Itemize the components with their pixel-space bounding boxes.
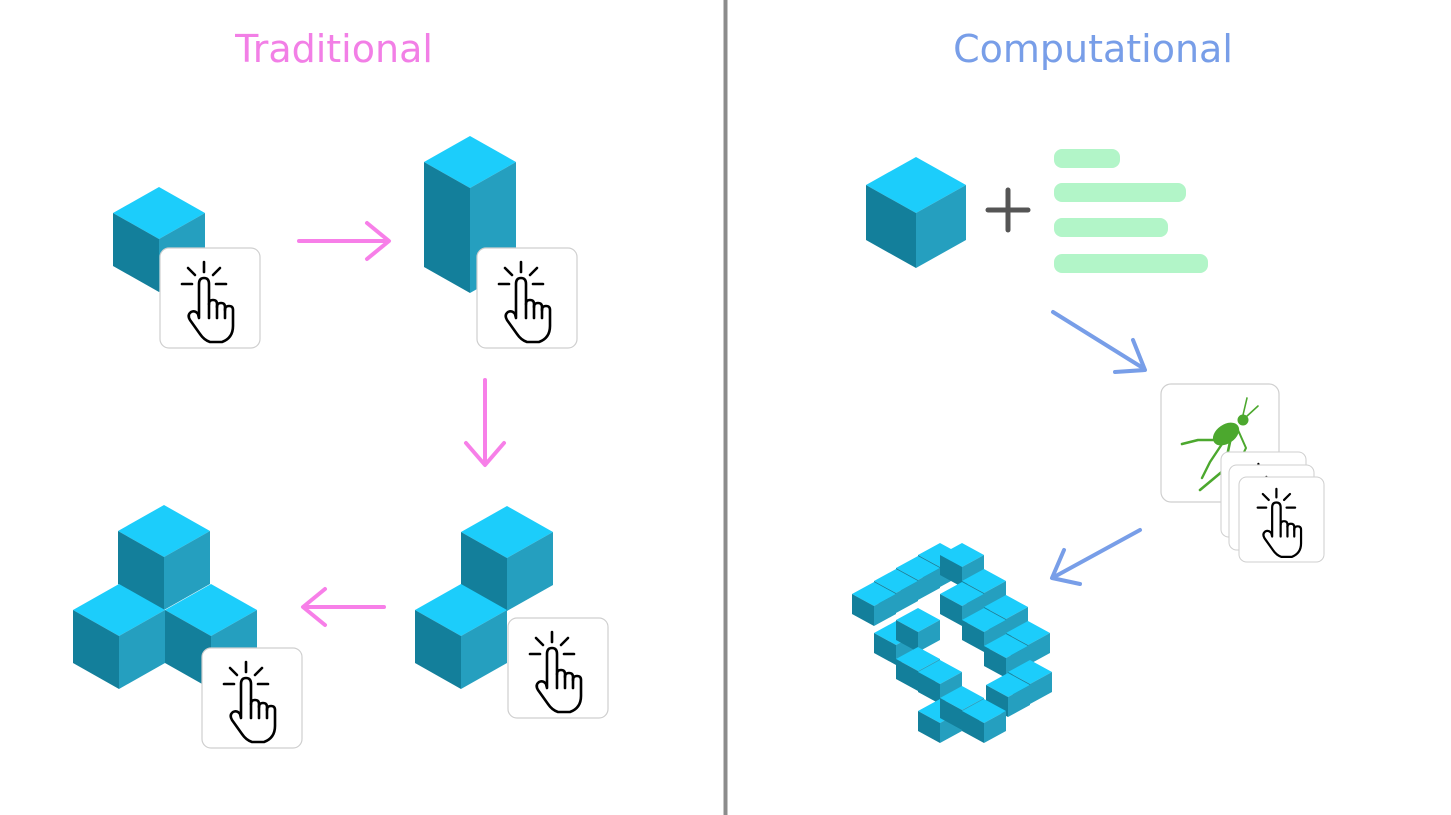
text-line bbox=[1054, 183, 1186, 202]
plus-icon bbox=[985, 187, 1031, 233]
left-panel-title: Traditional bbox=[234, 27, 433, 71]
step3-click-card bbox=[506, 616, 610, 720]
text-line bbox=[1054, 218, 1168, 237]
arrow-step3-to-step4 bbox=[301, 587, 386, 627]
arrow-input-to-script bbox=[1051, 310, 1147, 374]
step4-click-card bbox=[200, 646, 304, 750]
pointer-hand-click-icon bbox=[200, 646, 304, 750]
arrow-script-to-output bbox=[1050, 528, 1142, 586]
code-text-lines bbox=[1054, 149, 1208, 273]
arrow-step1-to-step2 bbox=[297, 221, 391, 261]
stacked-click-card-front bbox=[1237, 475, 1326, 564]
input-cube bbox=[866, 157, 966, 268]
text-line bbox=[1054, 254, 1208, 273]
arrow-step2-to-step3 bbox=[464, 378, 506, 467]
step2-click-card bbox=[475, 246, 579, 350]
text-line bbox=[1054, 149, 1120, 168]
pointer-hand-click-icon bbox=[158, 246, 262, 350]
step1-click-card bbox=[158, 246, 262, 350]
pointer-hand-click-icon bbox=[1237, 475, 1326, 564]
generated-cube-structure bbox=[852, 543, 1052, 743]
right-panel-title: Computational bbox=[953, 27, 1233, 71]
pointer-hand-click-icon bbox=[475, 246, 579, 350]
pointer-hand-click-icon bbox=[506, 616, 610, 720]
